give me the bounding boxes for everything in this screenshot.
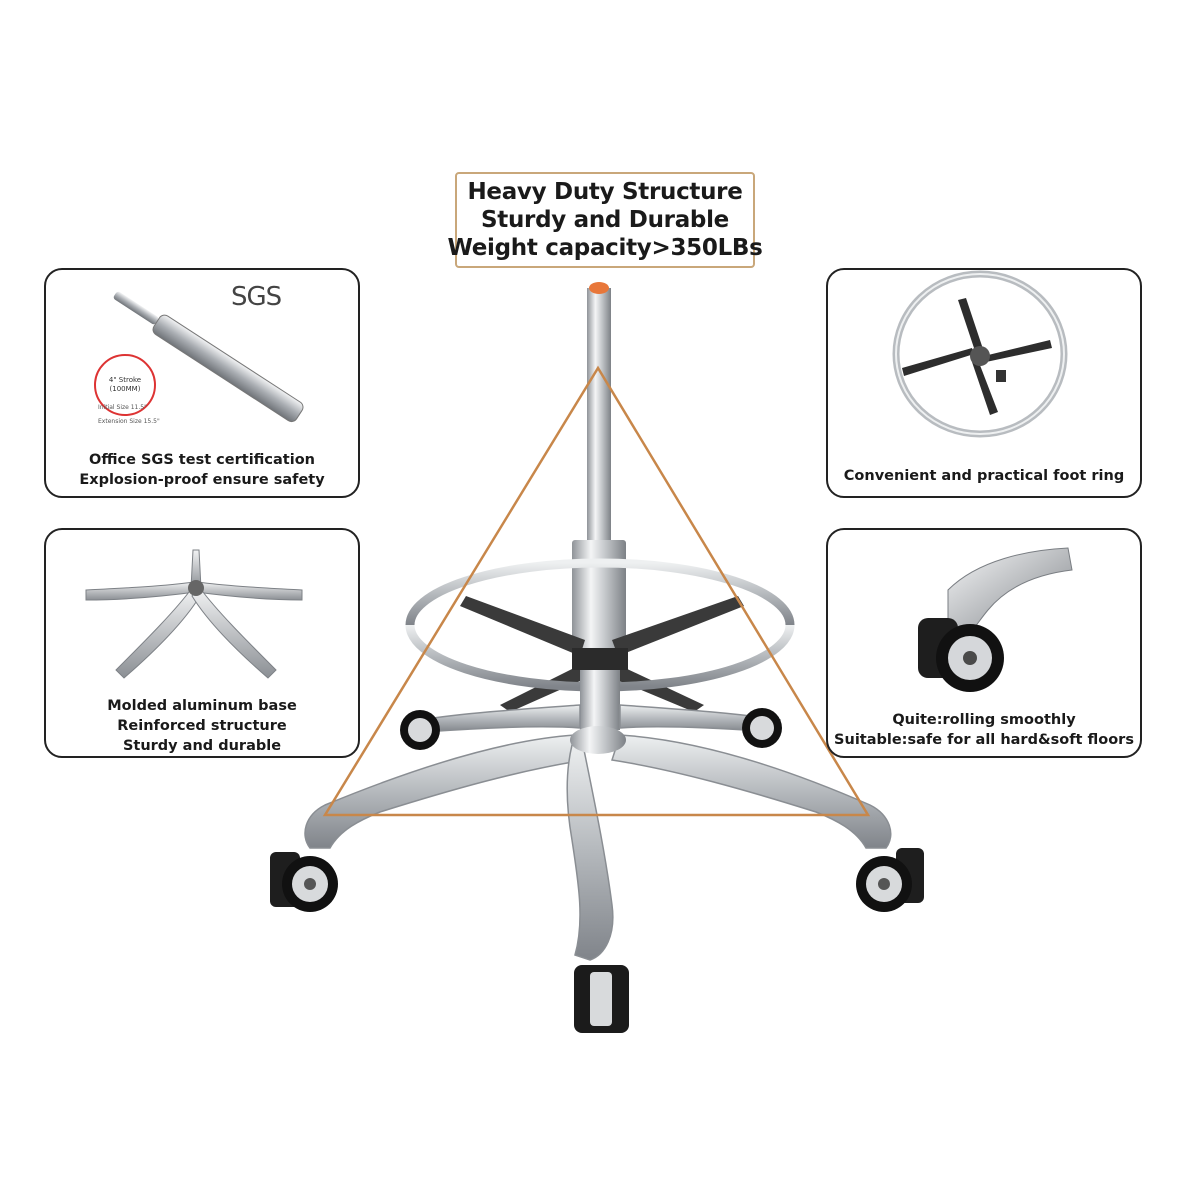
aluminum-base-image bbox=[85, 549, 303, 679]
stability-triangle bbox=[322, 365, 871, 817]
foot-ring-caption: Convenient and practical foot ring bbox=[828, 466, 1140, 486]
gas-lift-caption-line-2: Explosion-proof ensure safety bbox=[79, 472, 325, 488]
gas-lift-rod bbox=[587, 288, 611, 550]
stroke-badge-line-1: 4" Stroke bbox=[108, 376, 142, 384]
card-base: Molded aluminum base Reinforced structur… bbox=[44, 528, 360, 758]
card-gas-lift: SGS 4" Stroke (100MM) Initial Size 11.5"… bbox=[44, 268, 360, 498]
caster-front bbox=[574, 965, 629, 1033]
base-caption: Molded aluminum base Reinforced structur… bbox=[46, 696, 358, 756]
gas-cylinder-image bbox=[113, 291, 304, 423]
casters-caption: Quite:rolling smoothly Suitable:safe for… bbox=[828, 710, 1140, 750]
card-casters: Quite:rolling smoothly Suitable:safe for… bbox=[826, 528, 1142, 758]
headline-line-2: Sturdy and Durable bbox=[481, 207, 729, 233]
gas-lift-caption-line-1: Office SGS test certification bbox=[89, 452, 315, 468]
extension-size-note: Extension Size 15.5" bbox=[98, 418, 160, 425]
initial-size-note: Initial Size 11.5" bbox=[98, 404, 147, 411]
base-caption-line-1: Molded aluminum base bbox=[107, 698, 297, 714]
foot-ring-image bbox=[892, 270, 1068, 438]
headline-box: Heavy Duty Structure Sturdy and Durable … bbox=[447, 172, 763, 268]
caster-right bbox=[856, 848, 924, 912]
headline-line-1: Heavy Duty Structure bbox=[467, 179, 743, 205]
casters-caption-line-2: Suitable:safe for all hard&soft floors bbox=[834, 732, 1134, 748]
sgs-logo: SGS bbox=[231, 282, 282, 312]
headline-line-3: Weight capacity>350LBs bbox=[447, 235, 763, 261]
caster-back-left bbox=[400, 710, 440, 750]
foot-ring-back bbox=[405, 558, 795, 626]
base-caption-line-3: Sturdy and durable bbox=[122, 738, 282, 754]
caster-left bbox=[270, 852, 338, 912]
casters-caption-line-1: Quite:rolling smoothly bbox=[892, 712, 1076, 728]
five-star-base bbox=[304, 704, 892, 961]
foot-ring-caption-line-1: Convenient and practical foot ring bbox=[843, 468, 1125, 484]
stroke-badge: 4" Stroke (100MM) bbox=[94, 354, 156, 416]
gas-lift-button bbox=[589, 282, 609, 294]
stroke-badge-line-2: (100MM) bbox=[109, 385, 141, 393]
gas-lift-caption: Office SGS test certification Explosion-… bbox=[46, 450, 358, 490]
card-foot-ring: Convenient and practical foot ring bbox=[826, 268, 1142, 498]
caster-closeup-image bbox=[918, 547, 1073, 692]
caster-back-right bbox=[742, 708, 782, 748]
base-caption-line-2: Reinforced structure bbox=[117, 718, 287, 734]
